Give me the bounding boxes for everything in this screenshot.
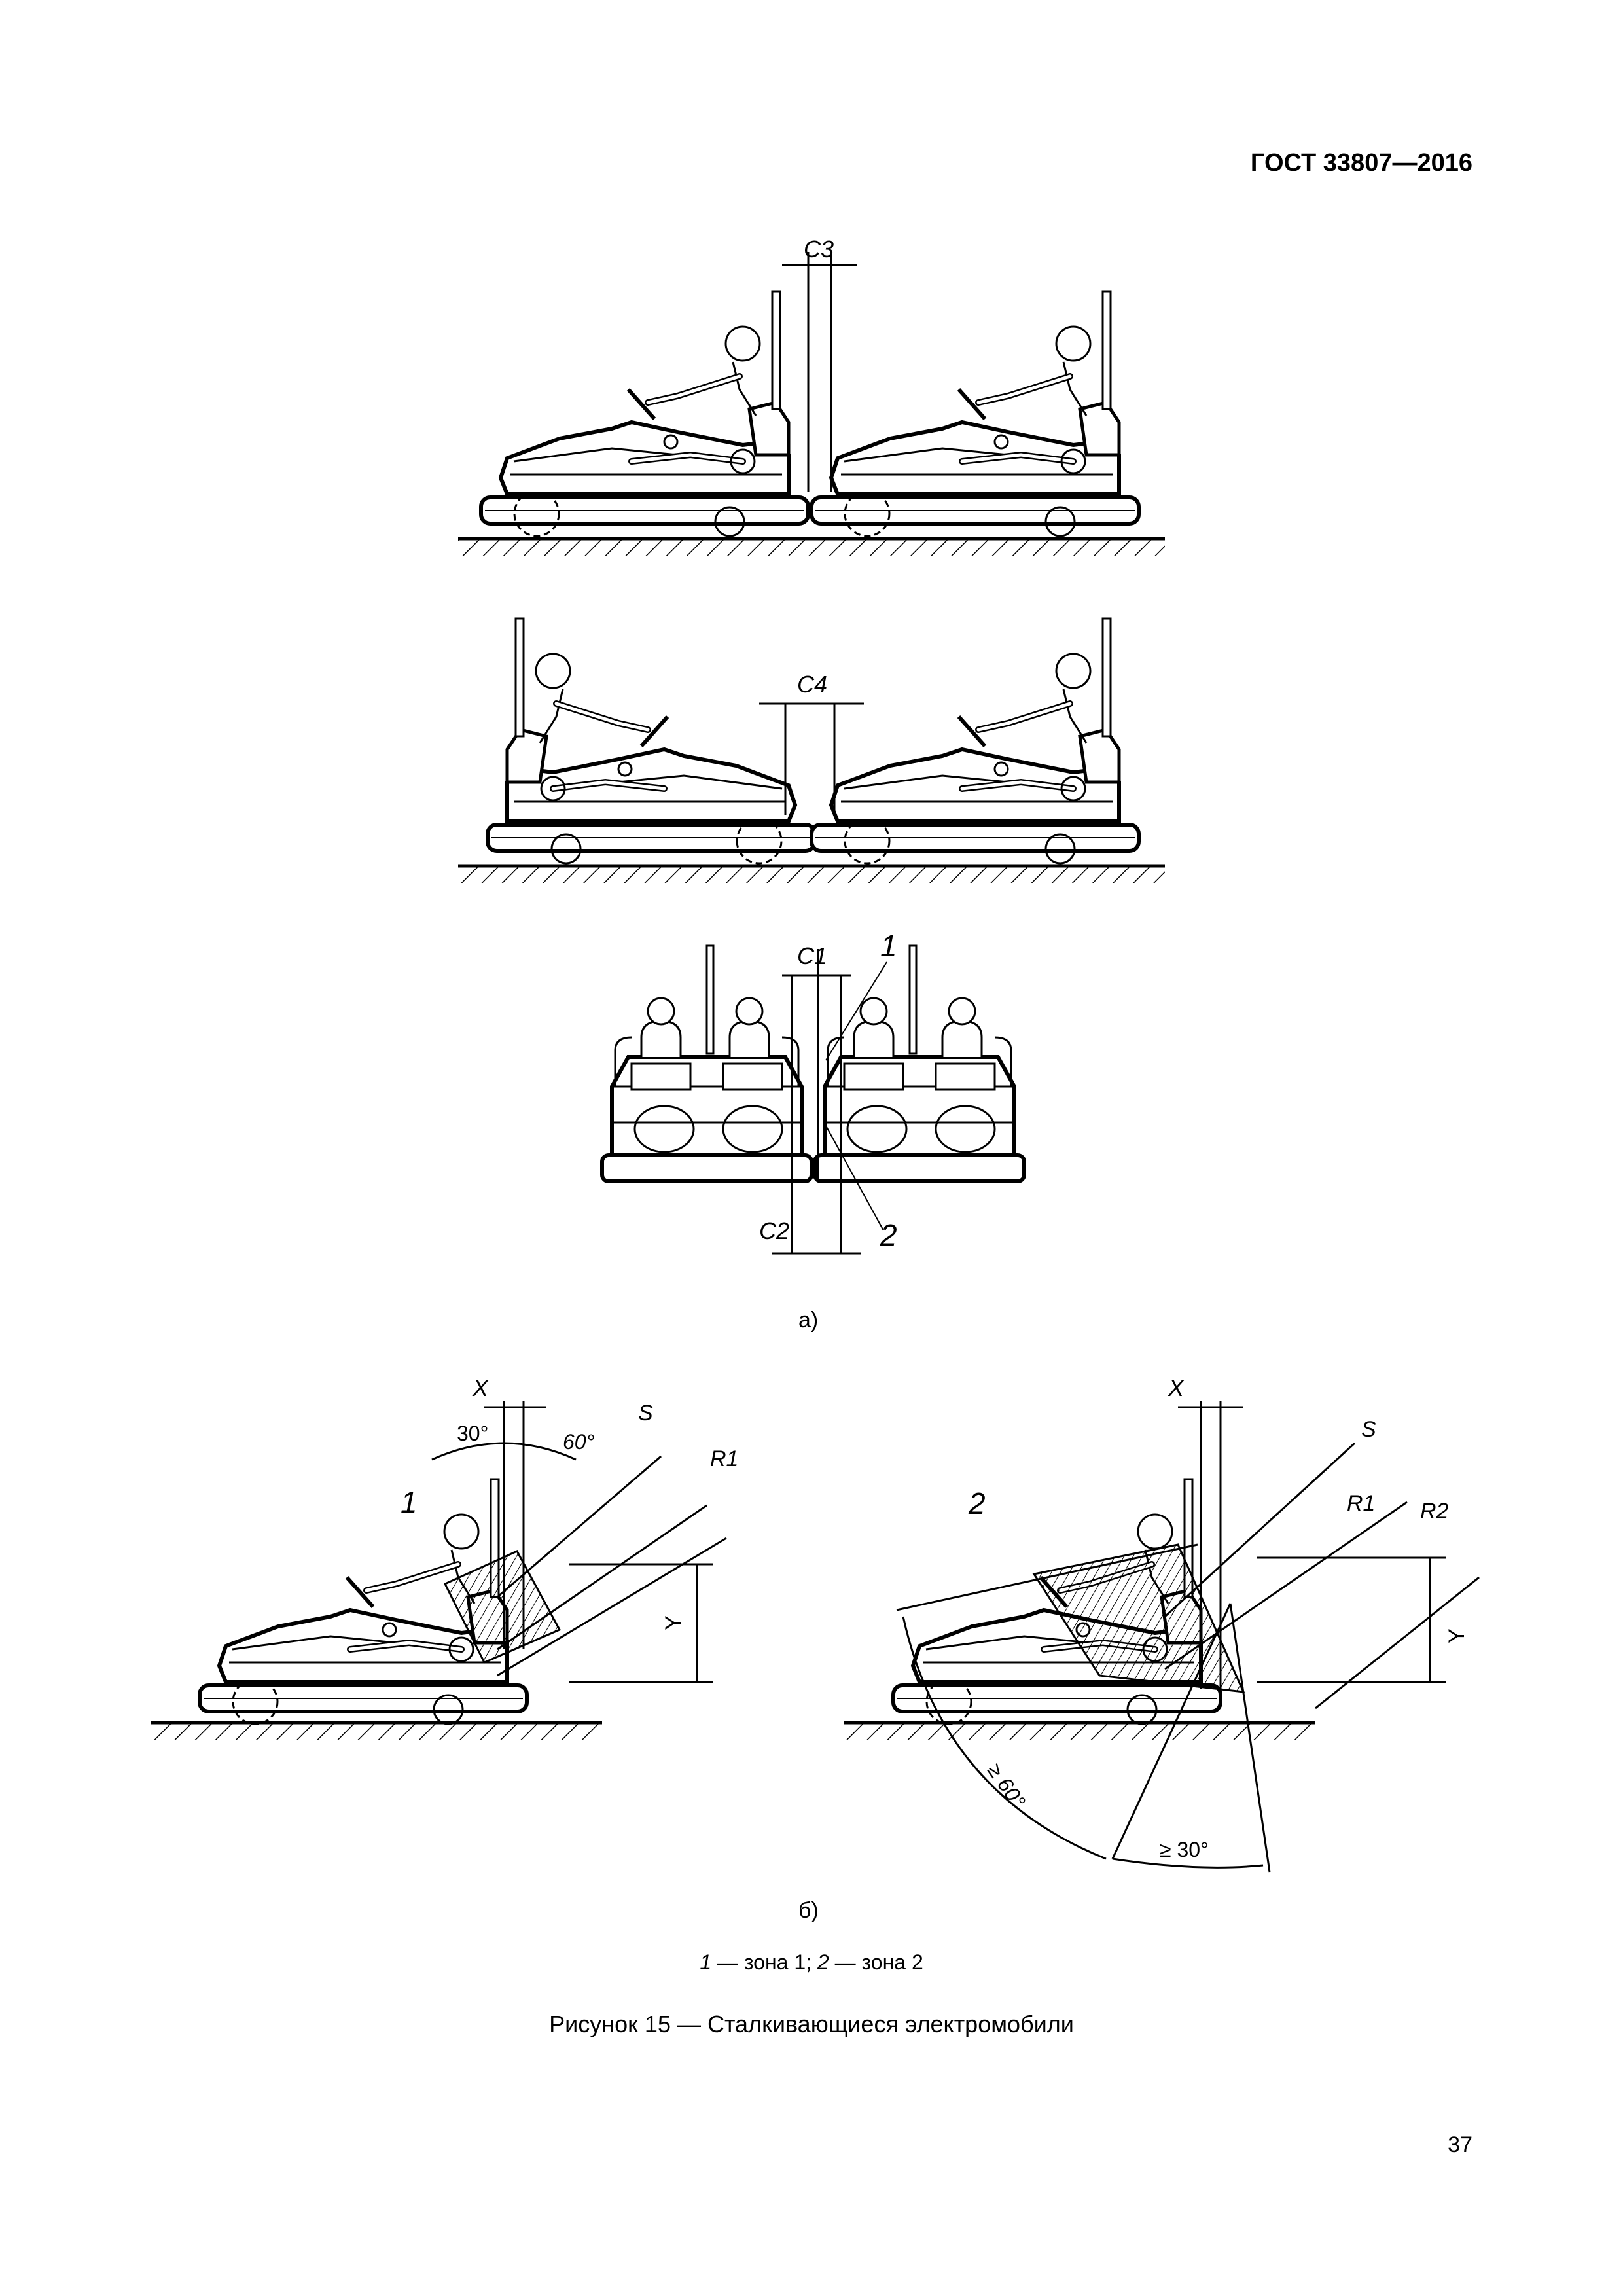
- legend-n2: 2: [817, 1950, 829, 1974]
- dim-c4-label: C4: [797, 671, 828, 698]
- legend-t2: — зона 2: [829, 1950, 923, 1974]
- dim-y-left: Y: [660, 1615, 686, 1630]
- angle-30-left: 30°: [457, 1422, 489, 1445]
- angle-ge30-right: ≥ 30°: [1160, 1838, 1209, 1861]
- dim-r2-right: R2: [1420, 1499, 1449, 1524]
- zone-1-callout: 1: [401, 1485, 418, 1519]
- figure-a-row1: [458, 252, 1165, 556]
- callout-1: 1: [880, 929, 897, 963]
- angle-60-left: 60°: [563, 1430, 595, 1454]
- dim-c2-label: C2: [759, 1217, 790, 1244]
- dim-y-right: Y: [1444, 1628, 1469, 1643]
- page-number: 37: [1448, 2132, 1472, 2157]
- figure-b-left: [151, 1401, 727, 1740]
- zone-2-callout: 2: [969, 1486, 986, 1520]
- figure-caption: Рисунок 15 — Сталкивающиеся электромобил…: [549, 2011, 1074, 2037]
- dim-c1-label: C1: [797, 942, 828, 969]
- dim-s-right: S: [1361, 1417, 1376, 1442]
- figure-b-right: [844, 1401, 1480, 1873]
- figure-a-label: а): [798, 1308, 819, 1333]
- legend-t1: — зона 1;: [711, 1950, 817, 1974]
- dim-r1-left: R1: [710, 1446, 739, 1471]
- dim-s-left: S: [638, 1401, 653, 1426]
- figure-b-label: б): [798, 1898, 819, 1923]
- figure-a-row3: [602, 944, 1024, 1255]
- dim-x-left: X: [473, 1374, 489, 1401]
- callout-2: 2: [880, 1218, 897, 1252]
- dim-x-right: X: [1168, 1374, 1185, 1401]
- dim-c3-label: C3: [804, 236, 834, 262]
- figure-a-row2: [458, 619, 1165, 883]
- legend-n1: 1: [700, 1950, 712, 1974]
- zone-legend: 1 — зона 1; 2 — зона 2: [0, 1950, 1623, 1975]
- dim-r1-right: R1: [1347, 1491, 1376, 1516]
- standard-header: ГОСТ 33807—2016: [1250, 149, 1472, 177]
